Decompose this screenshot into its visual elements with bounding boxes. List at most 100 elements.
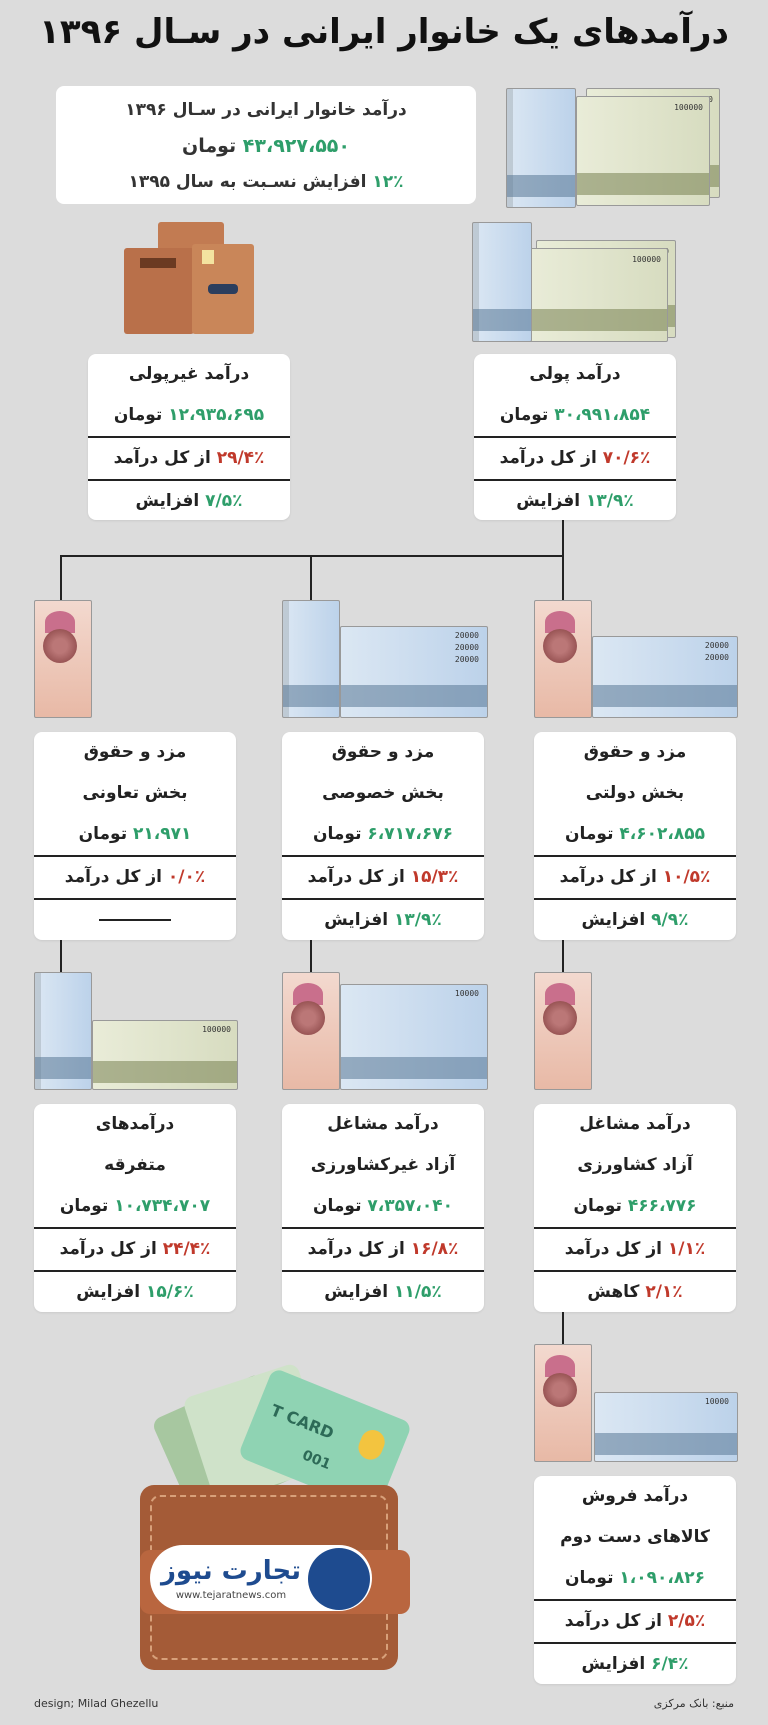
card-subtitle: بخش دولتی <box>585 783 685 803</box>
card-growth: ۱۳/۹٪ <box>393 910 442 930</box>
card-unit: تومان <box>565 1568 614 1588</box>
card-share-line: ۱۶/۸٪ از کل درآمد <box>282 1227 484 1270</box>
connector-line <box>310 555 312 601</box>
card-share-line: ۲/۵٪ از کل درآمد <box>534 1599 736 1642</box>
card-growth-line: ۱۱/۵٪ افزایش <box>282 1270 484 1313</box>
card-amount-line: ۲۱،۹۷۱ تومان <box>34 814 236 855</box>
card-agricultural-self-employment: درآمد مشاغل آزاد کشاورزی ۴۶۶،۷۷۶ تومان ۱… <box>534 1104 736 1312</box>
card-title: درآمد پولی <box>529 364 621 384</box>
banknote-10000-icon: 10000 <box>594 1392 738 1462</box>
connector-line <box>60 555 564 557</box>
card-share: ۱/۱٪ <box>667 1239 706 1259</box>
card-share: ۲/۵٪ <box>667 1611 706 1631</box>
banknote-5000-icon <box>534 1344 592 1462</box>
card-empty-line <box>34 898 236 941</box>
banknote-20000-icon: 20000 20000 <box>592 636 738 718</box>
card-share-text: از کل درآمد <box>499 448 597 468</box>
card-share: ۰/۰٪ <box>167 867 206 887</box>
connector-line <box>562 940 564 974</box>
card-amount: ۱۲،۹۳۵،۶۹۵ <box>168 405 265 425</box>
card-title: درآمد مشاغل <box>327 1114 439 1134</box>
page-title: درآمدهای یک خانوار ایرانی در سـال ۱۳۹۶ <box>39 12 729 52</box>
card-growth-text: افزایش <box>581 1654 646 1674</box>
card-growth-line: ۶/۴٪ افزایش <box>534 1642 736 1685</box>
card-unit: تومان <box>78 824 128 844</box>
card-share: ۲۴/۴٪ <box>162 1239 211 1259</box>
card-share: ۱۰/۵٪ <box>662 867 711 887</box>
card-growth-text: افزایش <box>76 1282 141 1302</box>
summary-amount: ۴۳،۹۲۷،۵۵۰ <box>242 135 350 157</box>
card-title: درآمد فروش <box>581 1486 689 1506</box>
card-title: مزد و حقوق <box>83 742 187 762</box>
card-non-cash-income: درآمد غیرپولی ۱۲،۹۳۵،۶۹۵ تومان ۲۹/۴٪ از … <box>88 354 290 520</box>
card-share-line: ۱۵/۳٪ از کل درآمد <box>282 855 484 898</box>
banknote-10000-icon <box>282 600 340 718</box>
card-share: ۱۵/۳٪ <box>410 867 459 887</box>
card-share-text: از کل درآمد <box>564 1239 662 1259</box>
card-unit: تومان <box>499 405 549 425</box>
banknote-5000-icon <box>282 972 340 1090</box>
card-growth: ۹/۹٪ <box>651 910 689 930</box>
card-growth-line: ۲/۱٪ کاهش <box>534 1270 736 1313</box>
card-growth-line: ۹/۹٪ افزایش <box>534 898 736 941</box>
card-share-line: ۷۰/۶٪ از کل درآمد <box>474 436 676 479</box>
card-unit: تومان <box>113 405 163 425</box>
card-amount-line: ۶،۷۱۷،۶۷۶ تومان <box>282 814 484 855</box>
card-share-line: ۱۰/۵٪ از کل درآمد <box>534 855 736 898</box>
dash-divider <box>99 919 171 921</box>
card-cash-income: درآمد پولی ۳۰،۹۹۱،۸۵۴ تومان ۷۰/۶٪ از کل … <box>474 354 676 520</box>
banknote-100000-icon: 100000 <box>576 96 710 206</box>
connector-line <box>562 555 564 601</box>
card-amount-line: ۱۰،۷۳۴،۷۰۷ تومان <box>34 1186 236 1227</box>
banknote-100000-icon: 100000 <box>92 1020 238 1090</box>
card-amount-line: ۷،۳۵۷،۰۴۰ تومان <box>282 1186 484 1227</box>
card-growth-line: ۱۳/۹٪ افزایش <box>282 898 484 941</box>
card-growth-text: افزایش <box>324 1282 389 1302</box>
card-amount-line: ۴۶۶،۷۷۶ تومان <box>534 1186 736 1227</box>
logo-icon <box>308 1548 370 1610</box>
card-amount: ۱۰،۷۳۴،۷۰۷ <box>114 1196 211 1216</box>
summary-growth-line: ۱۲٪ افزایش نسـبت به سال ۱۳۹۵ <box>56 164 476 200</box>
card-wages-government: مزد و حقوق بخش دولتی ۴،۶۰۲،۸۵۵ تومان ۱۰/… <box>534 732 736 940</box>
card-misc-income: درآمدهای متفرقه ۱۰،۷۳۴،۷۰۷ تومان ۲۴/۴٪ ا… <box>34 1104 236 1312</box>
credit-card-text: T CARD <box>268 1400 337 1443</box>
card-unit: تومان <box>573 1196 622 1216</box>
connector-line <box>60 940 62 974</box>
card-used-goods-sales: درآمد فروش کالاهای دست دوم ۱،۰۹۰،۸۲۶ توم… <box>534 1476 736 1684</box>
card-growth: ۱۳/۹٪ <box>585 491 634 511</box>
summary-growth: ۱۲٪ <box>372 172 404 192</box>
card-subtitle: متفرقه <box>104 1155 166 1175</box>
card-growth-text: افزایش <box>581 910 646 930</box>
summary-unit: تومان <box>181 135 237 157</box>
card-title: مزد و حقوق <box>331 742 435 762</box>
card-amount: ۷،۳۵۷،۰۴۰ <box>367 1196 453 1216</box>
card-growth: ۶/۴٪ <box>651 1654 689 1674</box>
card-subtitle: بخش خصوصی <box>322 783 444 803</box>
card-growth: ۱۵/۶٪ <box>145 1282 194 1302</box>
card-share-line: ۰/۰٪ از کل درآمد <box>34 855 236 898</box>
summary-card: درآمد خانوار ایرانی در سـال ۱۳۹۶ ۴۳،۹۲۷،… <box>56 86 476 204</box>
card-growth-line: ۱۵/۶٪ افزایش <box>34 1270 236 1313</box>
connector-line <box>562 520 564 556</box>
card-unit: تومان <box>59 1196 109 1216</box>
card-title: مزد و حقوق <box>583 742 687 762</box>
connector-line <box>60 555 62 601</box>
card-amount: ۶،۷۱۷،۶۷۶ <box>367 824 453 844</box>
card-subtitle: کالاهای دست دوم <box>560 1527 710 1547</box>
card-unit: تومان <box>565 824 614 844</box>
card-growth-text: افزایش <box>516 491 581 511</box>
card-share-text: از کل درآمد <box>307 867 405 887</box>
card-share: ۷۰/۶٪ <box>602 448 651 468</box>
card-non-agricultural-self-employment: درآمد مشاغل آزاد غیرکشاورزی ۷،۳۵۷،۰۴۰ تو… <box>282 1104 484 1312</box>
summary-amount-line: ۴۳،۹۲۷،۵۵۰ تومان <box>56 128 476 164</box>
card-subtitle: آزاد غیرکشاورزی <box>310 1155 456 1175</box>
connector-line <box>310 940 312 974</box>
card-title: درآمد مشاغل <box>579 1114 691 1134</box>
card-growth: ۷/۵٪ <box>205 491 243 511</box>
source-credit: منبع: بانک مرکزی <box>653 1697 734 1710</box>
summary-growth-text: افزایش نسـبت به سال ۱۳۹۵ <box>128 172 367 192</box>
card-growth: ۲/۱٪ <box>645 1282 683 1302</box>
banknote-20000-icon <box>472 222 532 342</box>
card-growth-line: ۱۳/۹٪ افزایش <box>474 479 676 522</box>
card-share: ۱۶/۸٪ <box>410 1239 459 1259</box>
